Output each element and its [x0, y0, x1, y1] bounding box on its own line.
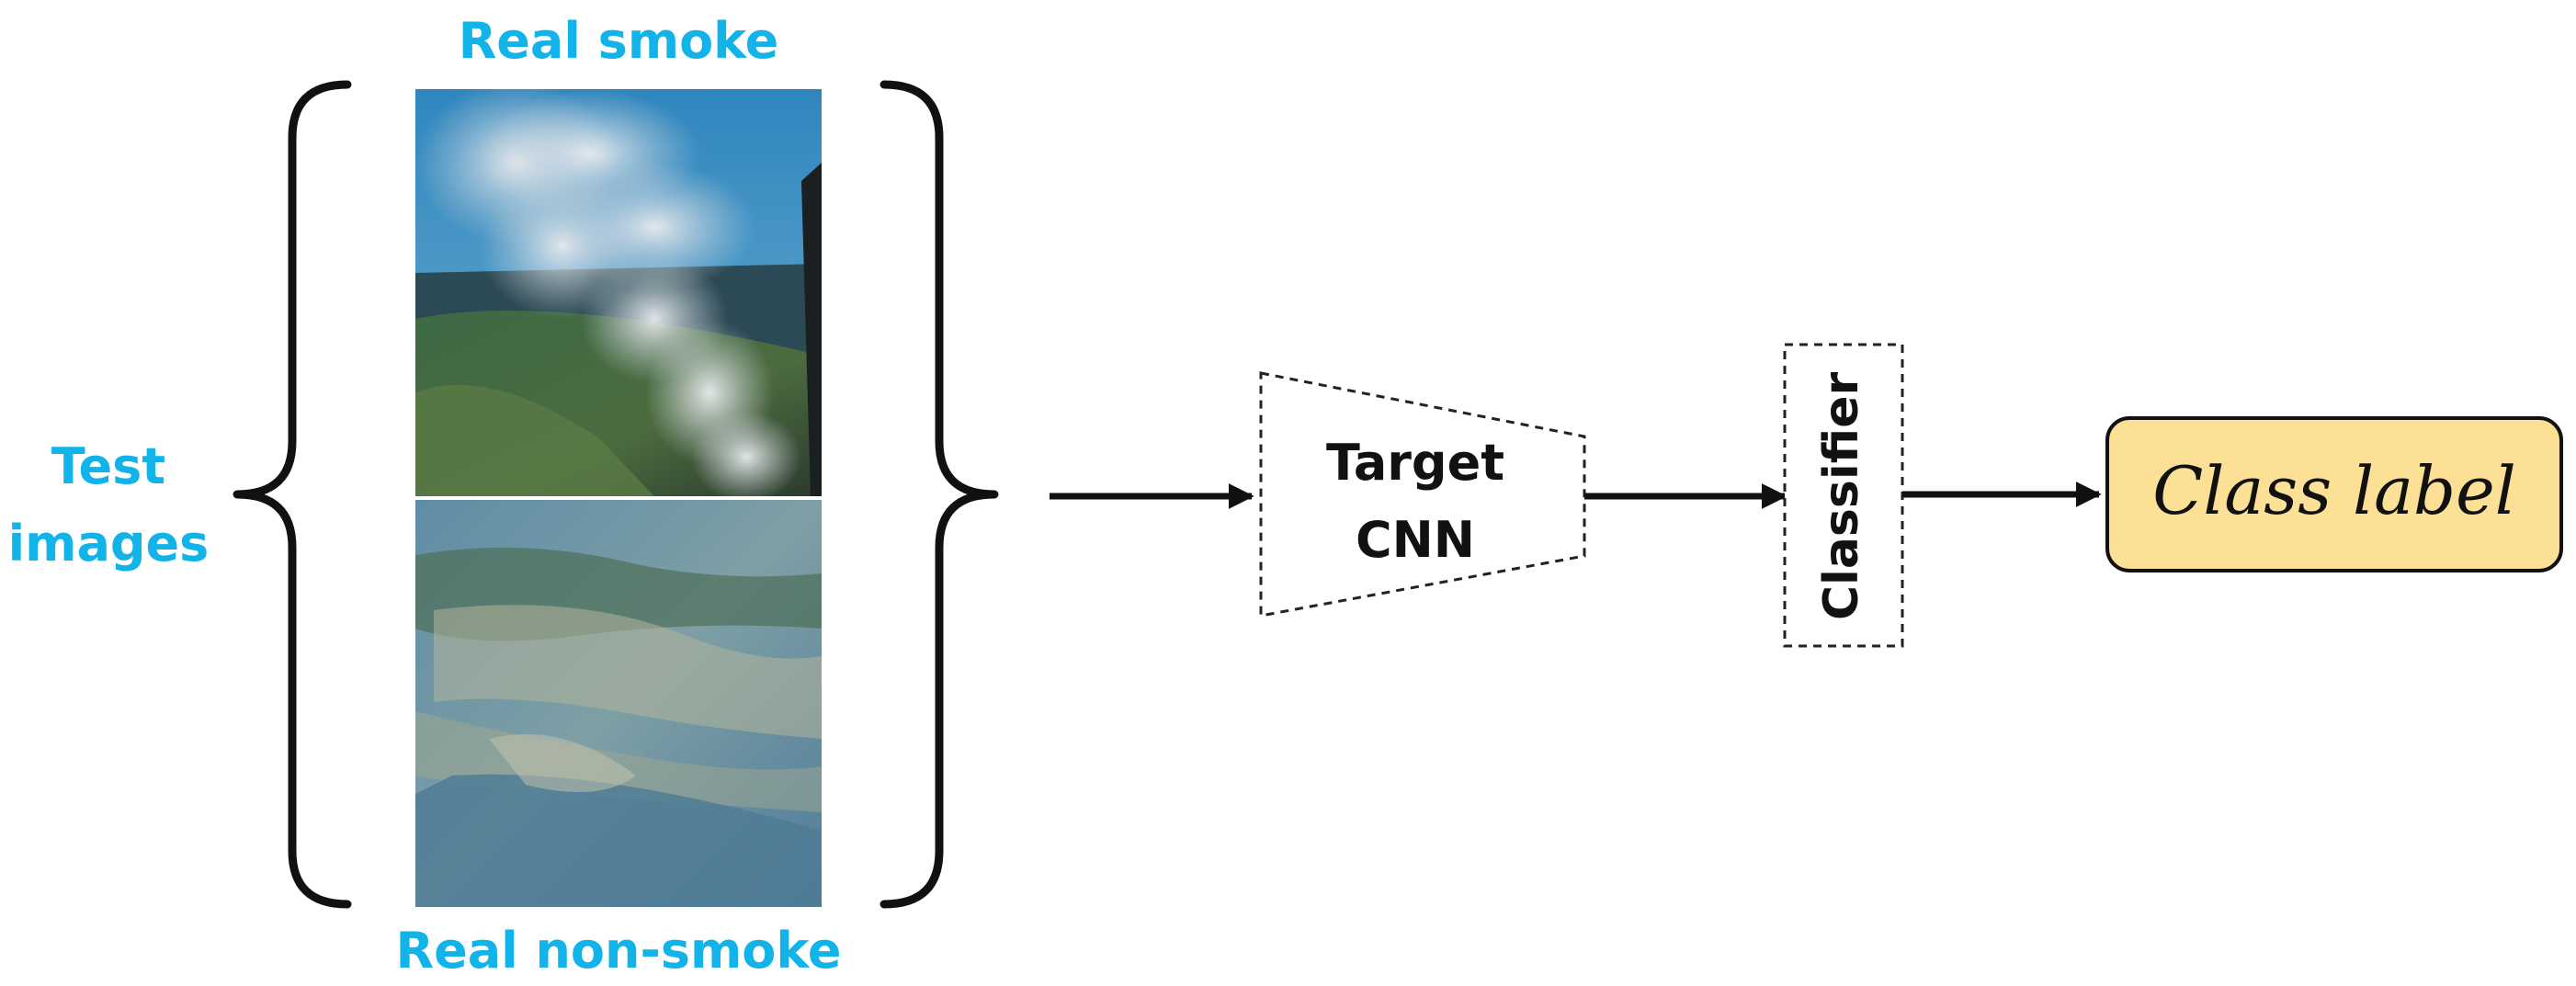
target-cnn-box [1259, 371, 1586, 618]
test-images-label: Test images [0, 428, 217, 583]
target-cnn-line-2: CNN [1355, 511, 1476, 569]
smoke-photo [415, 89, 822, 496]
target-cnn-line-1: Target [1325, 434, 1505, 492]
class-label-box [2105, 416, 2563, 572]
left-brace [233, 80, 352, 909]
real-non-smoke-label: Real non-smoke [395, 922, 842, 980]
right-brace [879, 80, 999, 909]
test-images-line-2: images [7, 515, 210, 572]
class-label-text: Class label [2152, 452, 2516, 529]
classifier-label: Classifier [1814, 371, 1869, 621]
test-images-line-1: Test [51, 437, 166, 495]
non-smoke-photo [415, 500, 822, 907]
real-smoke-label: Real smoke [458, 12, 779, 70]
target-cnn-label: Target CNN [1277, 425, 1553, 579]
classifier-box [1783, 343, 1904, 648]
